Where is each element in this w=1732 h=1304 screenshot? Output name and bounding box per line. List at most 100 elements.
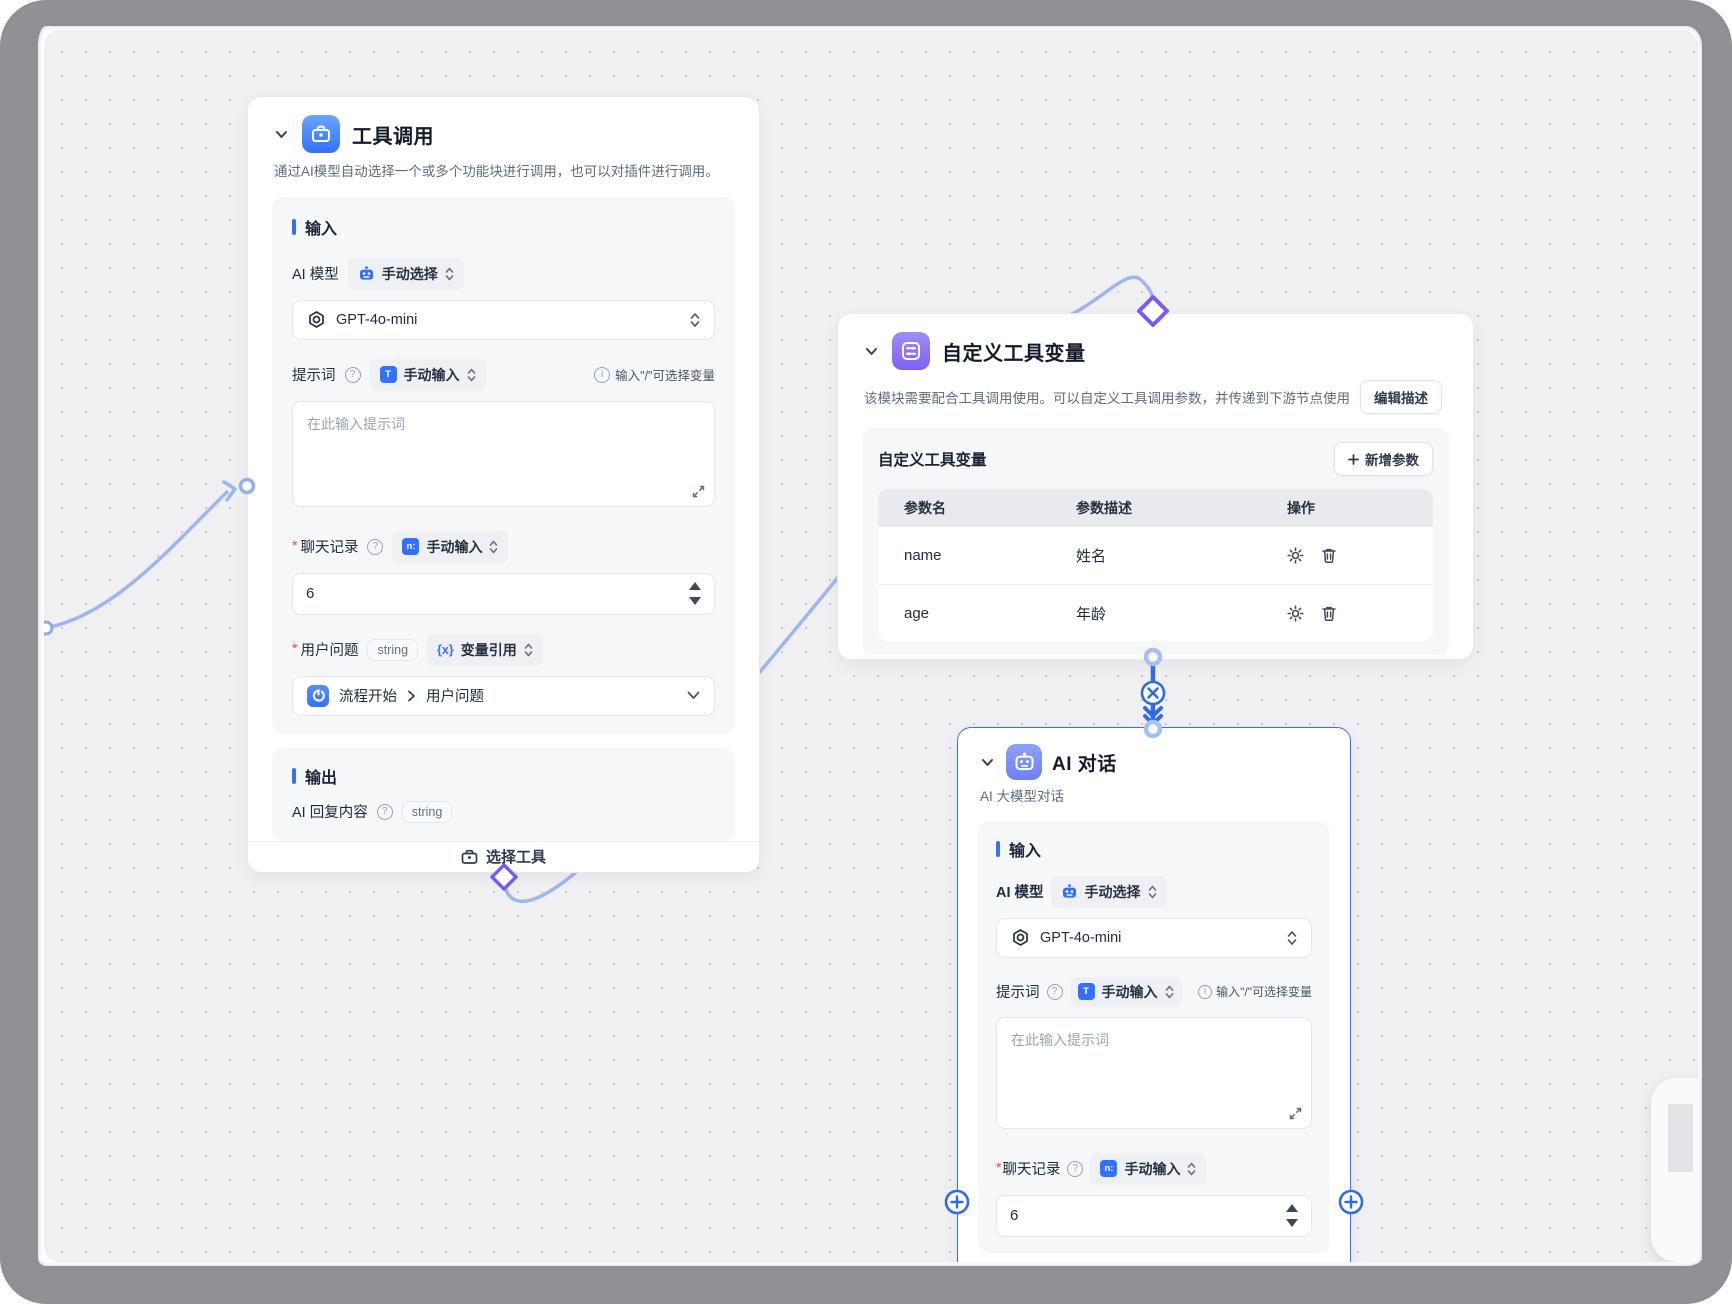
braces-icon: {x}: [437, 642, 454, 657]
updown-icon: [1287, 930, 1297, 945]
node-description: 通过AI模型自动选择一个或多个功能块进行调用，也可以对插件进行调用。: [274, 164, 719, 179]
model-select[interactable]: GPT-4o-mini: [996, 917, 1312, 958]
prompt-hint: i 输入"/"可选择变量: [594, 365, 715, 384]
history-number-input[interactable]: [292, 572, 715, 615]
model-select[interactable]: GPT-4o-mini: [292, 299, 715, 340]
updown-icon: [445, 267, 454, 280]
prompt-textarea[interactable]: [292, 400, 715, 507]
model-mode-badge[interactable]: 手动选择: [1050, 875, 1167, 908]
model-select-value: GPT-4o-mini: [1040, 929, 1122, 946]
prompt-mode-label: 手动输入: [1101, 983, 1158, 1000]
node-custom-vars[interactable]: 自定义工具变量 该模块需要配合工具调用使用。可以自定义工具调用参数，并传递到下游…: [837, 313, 1474, 660]
col-operations: 操作: [1286, 500, 1315, 516]
model-mode-label: 手动选择: [1084, 883, 1141, 900]
side-panel-thumbnail: [1668, 1104, 1693, 1172]
model-label: AI 模型: [292, 267, 339, 284]
node-title: 工具调用: [352, 125, 434, 148]
side-panel-partial[interactable]: [1651, 1078, 1698, 1262]
close-icon: [1147, 687, 1159, 699]
custom-vars-panel: 自定义工具变量 新增参数 参数名 参数描述 操作 name 姓名: [862, 428, 1449, 655]
gear-icon[interactable]: [1287, 547, 1304, 564]
spinner-up-icon[interactable]: [1286, 1204, 1298, 1213]
updown-icon: [1148, 885, 1156, 898]
table-row: age 年龄: [878, 584, 1433, 641]
history-mode-label: 手动输入: [1124, 1160, 1181, 1177]
required-mark: *: [292, 536, 298, 553]
question-mode-badge[interactable]: {x} 变量引用: [427, 633, 543, 666]
prompt-row: 提示词 ? T 手动输入 i 输入"/"可选择变量: [292, 358, 715, 391]
updown-icon: [1188, 1162, 1196, 1175]
question-icon[interactable]: ?: [1067, 1160, 1084, 1177]
history-number-input[interactable]: [996, 1194, 1312, 1237]
caret-down-icon: [687, 691, 700, 699]
expand-icon[interactable]: [1289, 1107, 1302, 1125]
spinner-down-icon[interactable]: [689, 597, 701, 606]
arrow-down-icon: [1143, 706, 1163, 718]
param-table: 参数名 参数描述 操作 name 姓名 age 年龄: [878, 489, 1433, 641]
edit-description-label: 编辑描述: [1374, 391, 1428, 406]
plus-icon: [1348, 453, 1359, 465]
type-tag: string: [401, 800, 453, 823]
question-icon[interactable]: ?: [344, 366, 361, 383]
history-value-field[interactable]: [1010, 1207, 1286, 1225]
add-param-button[interactable]: 新增参数: [1334, 442, 1433, 476]
node-ai-chat[interactable]: AI 对话 AI 大模型对话 输入 AI 模型 手动选择 GPT-4o-mini: [957, 727, 1351, 1262]
required-mark: *: [996, 1158, 1002, 1175]
node-description: 该模块需要配合工具调用使用。可以自定义工具调用参数，并传递到下游节点使用: [864, 391, 1350, 406]
prompt-row: 提示词 ? T 手动输入 i 输入"/"可选择变量: [996, 976, 1312, 1007]
ref-field: 用户问题: [426, 689, 484, 706]
question-icon[interactable]: ?: [367, 538, 384, 555]
user-question-label: 用户问题: [300, 643, 359, 660]
delete-edge-button[interactable]: [1140, 680, 1166, 706]
prompt-label: 提示词: [292, 368, 336, 385]
info-icon: i: [1198, 984, 1213, 999]
variable-ref-select[interactable]: 流程开始 用户问题: [292, 675, 715, 716]
required-mark: *: [292, 639, 298, 656]
sliders-icon: [892, 332, 930, 370]
section-output-label: 输出: [305, 769, 338, 787]
edge-endpoint-handle[interactable]: [44, 620, 54, 636]
node-header: AI 对话: [958, 744, 1350, 780]
briefcase-icon: [302, 115, 340, 153]
updown-icon: [490, 540, 498, 553]
gear-icon[interactable]: [1287, 604, 1304, 622]
spinner-up-icon[interactable]: [689, 582, 701, 591]
param-name: name: [904, 547, 942, 564]
history-label: 聊天记录: [300, 540, 359, 557]
section-input-label: 输入: [305, 220, 338, 238]
number-stepper[interactable]: [1286, 1204, 1298, 1228]
question-icon[interactable]: ?: [376, 803, 393, 820]
node-subtitle: AI 大模型对话: [980, 789, 1065, 804]
edge-incoming-left[interactable]: [45, 489, 230, 630]
trash-icon[interactable]: [1321, 547, 1337, 564]
prompt-textarea[interactable]: [996, 1016, 1312, 1129]
trash-icon[interactable]: [1321, 605, 1337, 622]
model-mode-badge[interactable]: 手动选择: [347, 257, 464, 290]
updown-icon: [467, 368, 475, 381]
flow-start-icon: [307, 684, 329, 707]
history-mode-badge[interactable]: n: 手动输入: [1090, 1152, 1207, 1185]
history-value-field[interactable]: [306, 585, 689, 603]
history-mode-badge[interactable]: n: 手动输入: [392, 530, 509, 563]
select-tool-button[interactable]: 选择工具: [248, 840, 759, 872]
edit-description-button[interactable]: 编辑描述: [1360, 380, 1442, 414]
spinner-down-icon[interactable]: [1286, 1219, 1298, 1228]
param-name: age: [904, 604, 930, 622]
section-input: 输入: [292, 215, 715, 239]
question-icon[interactable]: ?: [1046, 983, 1063, 1000]
chevron-down-icon[interactable]: [272, 125, 290, 143]
chevron-down-icon[interactable]: [862, 342, 880, 360]
section-input-label: 输入: [1009, 842, 1042, 860]
chevron-down-icon[interactable]: [978, 753, 996, 771]
flow-canvas[interactable]: 工具调用 通过AI模型自动选择一个或多个功能块进行调用，也可以对插件进行调用。 …: [44, 30, 1698, 1262]
param-desc: 年龄: [1076, 605, 1107, 623]
section-bar: [996, 840, 1000, 857]
openai-icon: [1013, 929, 1028, 946]
number-stepper[interactable]: [689, 582, 701, 606]
prompt-mode-badge[interactable]: T 手动输入: [1069, 976, 1182, 1007]
text-input-icon: T: [1077, 983, 1095, 1001]
node-tool-call[interactable]: 工具调用 通过AI模型自动选择一个或多个功能块进行调用，也可以对插件进行调用。 …: [247, 96, 760, 873]
history-mode-label: 手动输入: [426, 538, 483, 555]
expand-icon[interactable]: [692, 485, 705, 503]
prompt-mode-badge[interactable]: T 手动输入: [369, 358, 486, 391]
